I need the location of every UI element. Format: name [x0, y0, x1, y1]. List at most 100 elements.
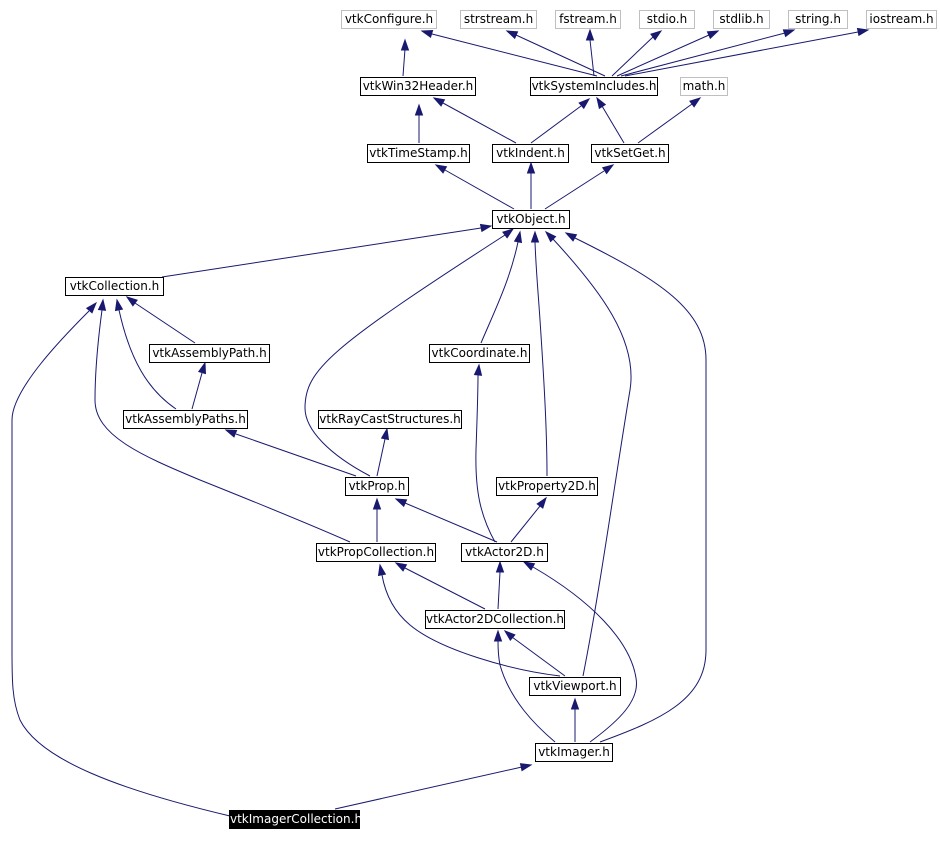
edge-assemblypath-to-collection [134, 302, 196, 344]
node-vtksystemincludes-h[interactable]: vtkSystemIncludes.h [530, 77, 658, 96]
arrowhead-object-to-setget [601, 164, 615, 175]
arrowhead-actor2d-to-prop [394, 498, 408, 508]
edge-coordinate-to-object [480, 241, 519, 344]
edge-actor2dcollection-to-actor2d [497, 571, 501, 610]
node-string-h[interactable]: string.h [788, 10, 848, 29]
edge-sysincludes-to-strstream [515, 34, 606, 77]
edge-assemblypaths-to-assemblypath [191, 372, 203, 410]
edge-actor2dcollection-to-propcollection [404, 567, 486, 610]
arrowhead-timestamp-to-win32header [414, 103, 424, 116]
arrowhead-assemblypaths-to-assemblypath [197, 361, 207, 375]
edge-viewport-to-object [552, 238, 632, 677]
node-fstream-h[interactable]: fstream.h [555, 10, 621, 29]
edge-imager-to-object [574, 237, 707, 743]
edge-object-to-timestamp [444, 169, 515, 210]
edge-propcollection-to-collection [94, 309, 351, 543]
node-vtkactor2dcollection-h[interactable]: vtkActor2DCollection.h [425, 610, 565, 629]
node-vtkcoordinate-h[interactable]: vtkCoordinate.h [429, 344, 530, 363]
edge-sysincludes-to-stdio [611, 36, 654, 77]
node-vtkproperty2d-h[interactable]: vtkProperty2D.h [496, 477, 598, 496]
arrowhead-sysincludes-to-configure [420, 29, 434, 39]
arrowhead-propcollection-to-prop [372, 497, 382, 510]
arrowhead-actor2dcollection-to-actor2d [495, 560, 505, 573]
edge-sysincludes-to-configure [431, 33, 598, 77]
edge-collection-to-object [161, 227, 482, 278]
arrowhead-indent-to-sysincludes [578, 98, 591, 110]
node-vtkpropcollection-h[interactable]: vtkPropCollection.h [316, 543, 436, 562]
edge-prop-to-assemblypaths [235, 433, 357, 477]
arrowhead-sysincludes-to-strstream [505, 30, 519, 40]
node-stdlib-h[interactable]: stdlib.h [713, 10, 770, 29]
node-vtkimagercollection-h[interactable]: vtkImagerCollection.h [229, 810, 362, 829]
arrowhead-sysincludes-to-string [782, 29, 796, 38]
edge-imager-to-actor2dcollection [497, 640, 556, 743]
edge-indent-to-win32header [442, 102, 517, 144]
arrowhead-propcollection-to-collection [97, 298, 107, 311]
node-strstream-h[interactable]: strstream.h [460, 10, 537, 29]
edge-imagercollection-to-collection [11, 310, 231, 817]
arrowhead-sysincludes-to-fstream [585, 28, 595, 41]
arrowhead-coordinate-to-object [513, 230, 523, 244]
arrowhead-collection-to-object [479, 223, 493, 233]
arrowhead-viewport-to-actor2dcollection [503, 630, 516, 642]
node-vtkcollection-h[interactable]: vtkCollection.h [65, 277, 164, 296]
node-vtkraycaststructures-h[interactable]: vtkRayCastStructures.h [318, 410, 462, 429]
node-vtktimestamp-h[interactable]: vtkTimeStamp.h [367, 144, 470, 163]
edge-win32header-to-configure [402, 48, 406, 77]
node-iostream-h[interactable]: iostream.h [866, 10, 937, 29]
node-vtksetget-h[interactable]: vtkSetGet.h [591, 144, 669, 163]
node-vtkactor2d-h[interactable]: vtkActor2D.h [461, 543, 548, 562]
arrowhead-actor2dcollection-to-propcollection [394, 562, 408, 572]
node-vtkobject-h[interactable]: vtkObject.h [492, 210, 570, 229]
arrowhead-prop-to-raycast [380, 427, 390, 441]
edge-viewport-to-propcollection [381, 574, 561, 677]
arrowhead-viewport-to-propcollection [377, 563, 387, 577]
arrowhead-prop-to-object [502, 228, 515, 239]
edge-actor2d-to-property2d [510, 505, 541, 543]
node-vtkassemblypaths-h[interactable]: vtkAssemblyPaths.h [123, 410, 248, 429]
edge-sysincludes-to-stdlib [616, 34, 710, 77]
edge-setget-to-sysincludes [601, 105, 625, 144]
edge-imagercollection-to-imager [334, 766, 523, 810]
edge-sysincludes-to-iostream [624, 31, 859, 77]
arrowhead-sysincludes-to-iostream [856, 27, 870, 37]
arrowhead-indent-to-win32header [432, 97, 446, 107]
arrowhead-sysincludes-to-stdlib [706, 30, 720, 40]
edge-sysincludes-to-string [620, 32, 786, 77]
arrowhead-imager-to-viewport [570, 697, 580, 710]
node-vtkviewport-h[interactable]: vtkViewport.h [529, 677, 621, 696]
arrowhead-assemblypaths-to-collection [114, 298, 124, 312]
arrowhead-setget-to-sysincludes [596, 96, 607, 110]
edge-actor2d-to-prop [404, 502, 498, 543]
edge-assemblypaths-to-collection [118, 309, 177, 410]
node-vtkconfigure-h[interactable]: vtkConfigure.h [341, 10, 437, 29]
edge-object-to-setget [544, 170, 605, 210]
edge-setget-to-math [637, 103, 693, 144]
node-vtkassemblypath-h[interactable]: vtkAssemblyPath.h [149, 344, 270, 363]
node-vtkindent-h[interactable]: vtkIndent.h [492, 144, 569, 163]
arrowhead-object-to-indent [526, 161, 536, 174]
arrowhead-sysincludes-to-stdio [650, 30, 663, 41]
edge-sysincludes-to-fstream [589, 39, 595, 77]
edge-prop-to-object [304, 234, 506, 477]
arrowhead-assemblypath-to-collection [125, 296, 138, 307]
arrowhead-imagercollection-to-imager [519, 763, 533, 772]
arrowhead-imager-to-actor2d [522, 561, 536, 571]
edge-indent-to-sysincludes [530, 105, 582, 144]
node-vtkprop-h[interactable]: vtkProp.h [345, 477, 409, 496]
arrowhead-actor2d-to-coordinate [473, 363, 483, 376]
arrowhead-imager-to-actor2dcollection [493, 629, 503, 642]
arrowhead-viewport-to-object [544, 230, 557, 243]
node-vtkimager-h[interactable]: vtkImager.h [535, 743, 613, 762]
edge-prop-to-raycast [376, 438, 386, 477]
node-vtkwin32header-h[interactable]: vtkWin32Header.h [360, 77, 476, 96]
arrowhead-property2d-to-object [530, 230, 540, 243]
edge-imager-to-actor2d [532, 566, 637, 743]
edge-viewport-to-actor2dcollection [511, 636, 566, 677]
arrowhead-imager-to-object [564, 232, 578, 242]
node-math-h[interactable]: math.h [680, 77, 728, 96]
edge-property2d-to-object [534, 241, 548, 477]
node-stdio-h[interactable]: stdio.h [639, 10, 695, 29]
arrowhead-imagercollection-to-collection [85, 301, 97, 314]
